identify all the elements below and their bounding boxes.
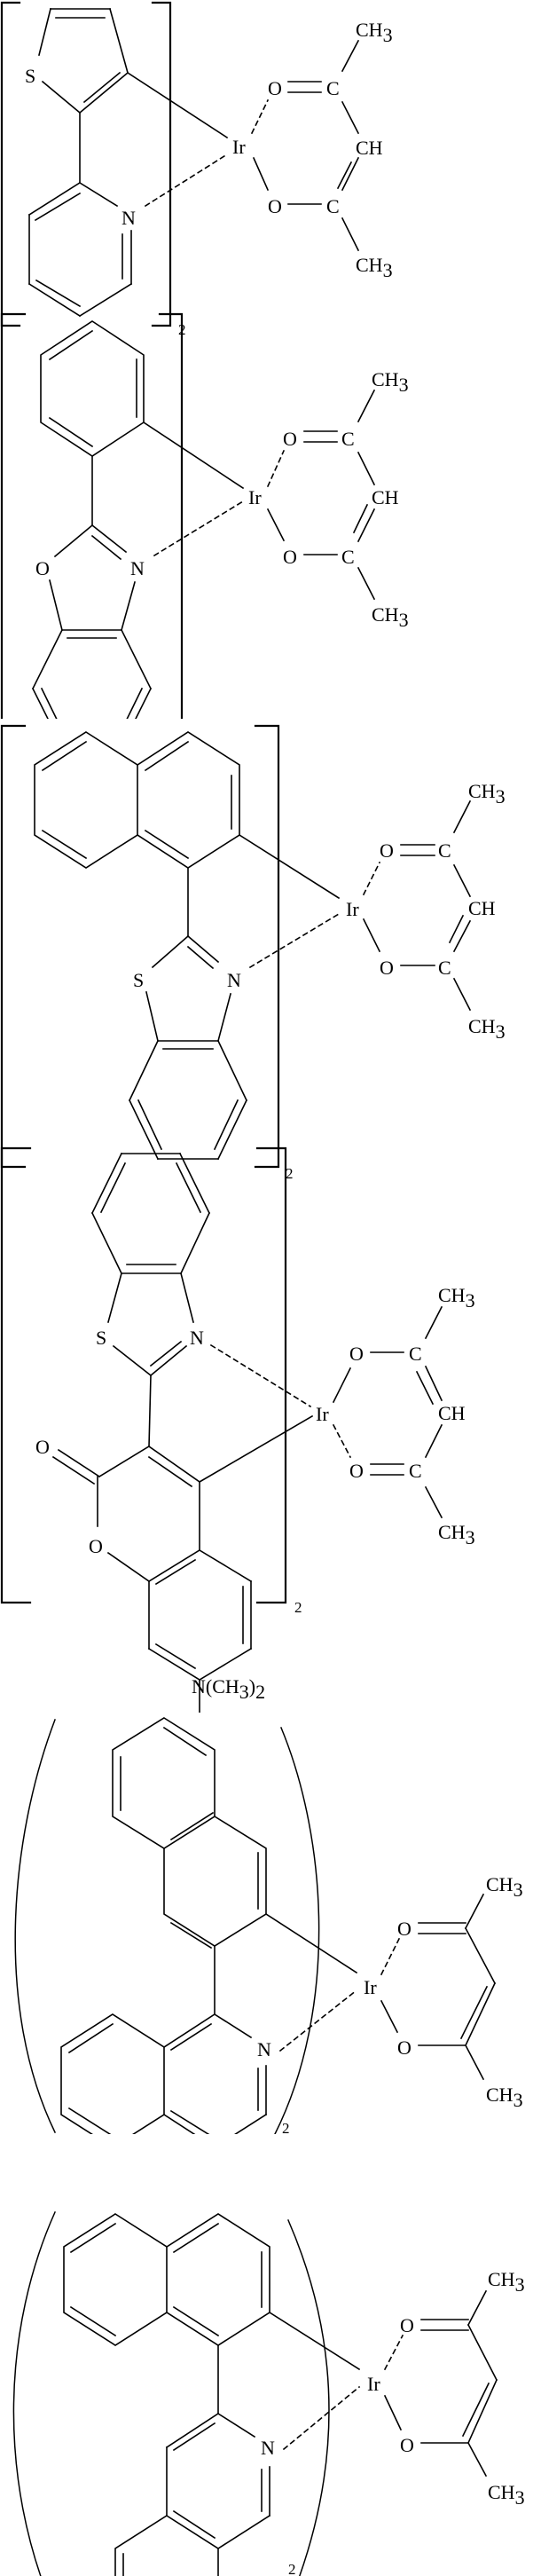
acac-oxygen-bottom: O <box>349 1460 364 1482</box>
methyl-bottom: CH3 <box>438 1521 475 1548</box>
left-bracket <box>2 726 25 1167</box>
structure-5-anthrylisoquinoline-ir-acac: Ir N O O CH3 CH3 2 <box>0 1717 533 2134</box>
right-bracket <box>257 1148 286 1603</box>
methyl-bottom: CH3 <box>488 2481 525 2509</box>
acac-oxygen-bottom: O <box>397 2036 412 2059</box>
acac-oxygen-top: O <box>380 839 394 862</box>
iridium-atom-label: Ir <box>232 136 246 158</box>
acac-oxygen-top: O <box>283 428 297 450</box>
right-bracket <box>160 314 182 719</box>
acac-carbon-bottom: C <box>409 1460 422 1482</box>
methyl-bottom: CH3 <box>486 2084 523 2111</box>
structure-1-thienylpyridine-ir-acac: S N Ir O C CH O C CH3 CH3 2 <box>0 0 533 337</box>
nitrogen-atom-label: N <box>130 557 145 579</box>
iridium-atom-label: Ir <box>316 1403 329 1425</box>
acac-carbon-top: C <box>438 839 451 862</box>
methyl-bottom: CH3 <box>356 254 393 281</box>
acac-carbon-top: C <box>409 1343 422 1365</box>
nitrogen-atom-label: N <box>261 2437 275 2459</box>
acac-oxygen-top: O <box>400 2314 414 2336</box>
acac-oxygen-bottom: O <box>283 546 297 568</box>
structure-2-phenylbenzoxazole-ir-acac: O N Ir O C CH O C CH3 CH3 2 <box>0 293 533 719</box>
iridium-atom-label: Ir <box>248 486 262 508</box>
ring-oxygen-label: O <box>89 1535 103 1557</box>
iridium-atom-label: Ir <box>346 898 359 920</box>
multiplier-subscript: 2 <box>288 2561 296 2576</box>
structure-6-naphthylisoquinoline-ir-acac: Ir N O O CH3 CH3 2 <box>0 2210 533 2576</box>
acac-ch: CH <box>438 1402 466 1424</box>
methyl-top: CH3 <box>356 19 393 46</box>
acac-oxygen-top: O <box>397 1918 412 1940</box>
structure-3-naphthylbenzothiazole-ir-acac: S N Ir O C CH O C CH3 CH3 2 <box>0 719 533 1180</box>
nitrogen-atom-label: N <box>257 2038 271 2060</box>
multiplier-subscript: 2 <box>294 1599 302 1616</box>
right-bracket <box>153 3 170 326</box>
acac-carbon-bottom: C <box>438 957 451 979</box>
molecule-drawing: S N Ir O C CH O C CH3 CH3 2 <box>0 0 533 337</box>
molecule-drawing: Ir N O O CH3 CH3 2 <box>0 1717 533 2134</box>
acac-ch: CH <box>372 486 399 508</box>
left-parenthesis <box>13 2212 55 2576</box>
left-bracket <box>2 3 20 326</box>
methyl-top: CH3 <box>486 1873 523 1901</box>
methyl-top: CH3 <box>372 368 409 396</box>
nitrogen-atom-label: N <box>121 207 136 229</box>
carbonyl-oxygen-label: O <box>35 1436 50 1458</box>
right-parenthesis <box>282 2220 329 2576</box>
iridium-atom-label: Ir <box>364 1976 377 1998</box>
molecule-drawing: O N Ir O C CH O C CH3 CH3 2 <box>0 293 533 719</box>
multiplier-subscript: 2 <box>282 2120 290 2134</box>
nitrogen-atom-label: N <box>190 1327 204 1349</box>
acac-carbon-top: C <box>326 77 340 99</box>
methyl-bottom: CH3 <box>372 603 409 631</box>
methyl-top: CH3 <box>438 1284 475 1312</box>
acac-oxygen-bottom: O <box>380 957 394 979</box>
molecule-drawing: S N Ir O C CH O C CH3 CH3 2 <box>0 719 533 1180</box>
sulfur-atom-label: S <box>25 65 35 87</box>
acac-oxygen-bottom: O <box>400 2434 414 2456</box>
iridium-atom-label: Ir <box>367 2373 380 2395</box>
right-parenthesis <box>275 1728 319 2134</box>
right-bracket <box>255 726 278 1167</box>
sulfur-atom-label: S <box>133 969 144 991</box>
methyl-top: CH3 <box>468 780 506 807</box>
acac-oxygen-top: O <box>268 77 282 99</box>
acac-oxygen-bottom: O <box>268 195 282 217</box>
acac-oxygen-top: O <box>349 1343 364 1365</box>
acac-carbon-bottom: C <box>326 195 340 217</box>
molecule-drawing: Ir N O O CH3 CH3 2 <box>0 2210 533 2576</box>
left-bracket <box>2 1148 30 1603</box>
left-parenthesis <box>15 1720 55 2132</box>
methyl-top: CH3 <box>488 2268 525 2296</box>
acac-ch: CH <box>356 137 383 159</box>
sulfur-atom-label: S <box>96 1327 106 1349</box>
structure-4-coumarin-benzothiazole-ir-acac: S N O O Ir O C CH O C CH3 CH3 2 N(CH3)2 <box>0 1136 533 1713</box>
oxygen-atom-label: O <box>35 557 50 579</box>
molecule-drawing: S N O O Ir O C CH O C CH3 CH3 2 N(CH3)2 <box>0 1136 533 1713</box>
dimethylamino-label: N(CH3)2 <box>192 1675 265 1703</box>
left-bracket <box>2 314 25 719</box>
acac-carbon-bottom: C <box>341 546 355 568</box>
acac-carbon-top: C <box>341 428 355 450</box>
acac-ch: CH <box>468 897 496 919</box>
nitrogen-atom-label: N <box>227 969 241 991</box>
methyl-bottom: CH3 <box>468 1015 506 1043</box>
